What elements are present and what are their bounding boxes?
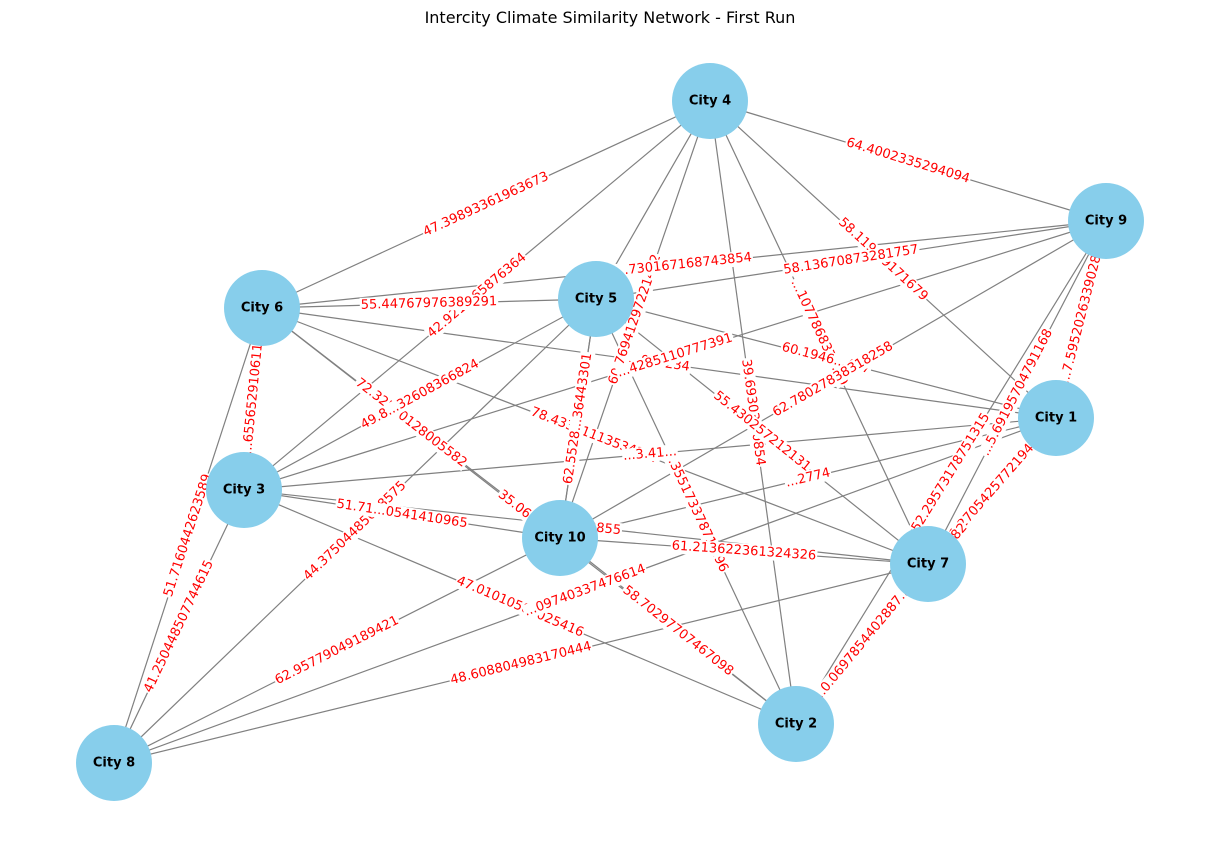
edge-label-text: ...7.59520263390​28: [1057, 254, 1104, 386]
node-circle: [206, 452, 282, 528]
node-circle: [1018, 380, 1094, 456]
edge-label-text: 62.95779049189421: [273, 613, 402, 688]
node-label: City 1: [1035, 411, 1077, 426]
edge-label: 47.3989336196367​3: [420, 168, 552, 241]
edge-label-bg: [709, 387, 815, 476]
edge-label-bg: [605, 251, 665, 388]
node-label: City 9: [1085, 214, 1127, 229]
edges-layer: [113, 100, 1107, 764]
node-city-1: City 1: [1018, 380, 1094, 456]
node-label: City 5: [575, 292, 617, 307]
node-label: City 4: [689, 94, 731, 109]
nodes-layer: City 1 City 2 City 3 City 4 City 5 City 6 City…: [76, 63, 1144, 801]
edge-label-bg: [521, 561, 649, 620]
edge-label: ...730167168743854: [614, 249, 754, 280]
edge-label-text: 47.3989336196367​3: [421, 169, 551, 240]
edge-label: ...0.0697854402887...: [809, 582, 915, 706]
edge-label-bg: [357, 355, 483, 434]
node-city-10: City 10: [522, 500, 598, 576]
node-label: City 7: [907, 557, 949, 572]
edge-label: 47.01010586025416: [453, 573, 587, 641]
edge-label-bg: [420, 168, 552, 241]
edge-label-text: ...730167168743854: [615, 250, 752, 279]
edge-label-text: 58.70297707467098: [620, 583, 736, 679]
node-city-2: City 2: [758, 686, 834, 762]
node-circle: [758, 686, 834, 762]
edge-label: 55.44767976389291: [359, 294, 499, 313]
edge-label-bg: [908, 409, 994, 536]
edge-label-bg: [769, 338, 897, 421]
edge-label: 58.70297707467098: [618, 582, 738, 680]
node-label: City 2: [775, 717, 817, 732]
edge-label-bg: [447, 638, 595, 689]
edge-label: ...3.41...: [621, 444, 679, 464]
edge-label-bg: [843, 134, 973, 188]
edge-labels-layer: 64.400233529409447.3989336196367​358.119…: [140, 134, 1105, 706]
edge-label-bg: [334, 496, 470, 532]
node-city-6: City 6: [224, 270, 300, 346]
node-label: City 10: [534, 531, 585, 546]
edge-label-bg: [618, 582, 738, 680]
node-city-7: City 7: [890, 526, 966, 602]
edge-label-bg: [621, 444, 679, 464]
node-circle: [1068, 183, 1144, 259]
edge-label-bg: [614, 330, 736, 381]
node-city-3: City 3: [206, 452, 282, 528]
edge-label-bg: [977, 325, 1057, 460]
node-circle: [76, 725, 152, 801]
edge-label-text: 61.213622361324326: [671, 538, 816, 563]
edge-label-text: ...6556529106​11: [240, 343, 266, 456]
node-label: City 8: [93, 756, 135, 771]
edge-label-bg: [359, 294, 499, 313]
edge-label-bg: [453, 573, 587, 641]
edge-label-bg: [140, 557, 218, 696]
edge-label-bg: [783, 465, 833, 491]
edge-label-text: 44.37504485658575: [301, 478, 410, 583]
edge-label-text: ...0.0697854402887...: [810, 583, 914, 704]
node-circle: [890, 526, 966, 602]
edge-label-bg: [160, 471, 216, 600]
node-city-9: City 9: [1068, 183, 1144, 259]
edge-label-bg: [809, 582, 915, 706]
node-city-5: City 5: [558, 261, 634, 337]
edge-label-bg: [670, 538, 818, 564]
edge-label-bg: [940, 433, 1044, 549]
node-city-8: City 8: [76, 725, 152, 801]
edge-label-text: 55.44767976389291: [361, 294, 498, 313]
edge-label-text: 52.29573178751315: [909, 410, 993, 534]
edge-label-bg: [738, 357, 768, 468]
edge-label-bg: [560, 350, 596, 487]
edge-label-text: 48.608804983170444: [449, 639, 593, 688]
edge-label-bg: [239, 341, 267, 457]
edge-label-text: 64.4002335294094: [844, 135, 971, 187]
edge-label-text: 47.01010586025416: [454, 573, 585, 640]
diagram-title: Intercity Climate Similarity Network - F…: [424, 8, 796, 27]
edge-label: ...7.59520263390​28: [1057, 252, 1105, 387]
edge-label: 44.37504485658575: [299, 477, 411, 585]
node-circle: [522, 500, 598, 576]
node-label: City 6: [241, 301, 283, 316]
edge-label-bg: [351, 374, 471, 472]
edge-label: 52.29573178751315: [908, 409, 994, 536]
edge-label: ...6556529106​11: [239, 341, 267, 457]
edge-label: 61.213622361324326: [670, 538, 818, 564]
edge-label-text: ...3.41...: [623, 444, 678, 464]
node-circle: [672, 63, 748, 139]
edge-label-bg: [271, 612, 403, 689]
edge-label: 64.4002335294094: [843, 134, 973, 188]
edge-label-bg: [781, 242, 921, 278]
edge-label-bg: [614, 249, 754, 280]
node-circle: [558, 261, 634, 337]
edge-label-bg: [1057, 252, 1105, 387]
edge-label: 62.95779049189421: [271, 612, 403, 689]
node-circle: [224, 270, 300, 346]
node-label: City 3: [223, 483, 265, 498]
node-city-4: City 4: [672, 63, 748, 139]
edge-label: 48.608804983170444: [447, 638, 595, 689]
